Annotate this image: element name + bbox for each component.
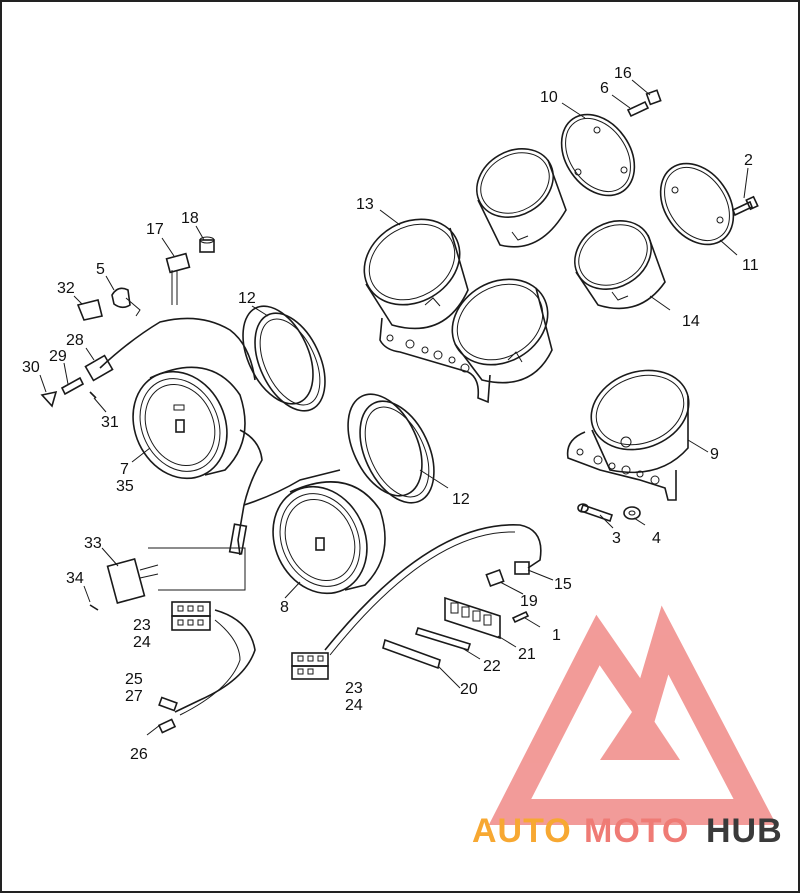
part-23-24-connector-left xyxy=(171,601,211,631)
part-2-screw xyxy=(731,195,759,217)
callout-labels: 1 2 3 4 5 6 7 8 9 10 11 12 12 13 14 15 1… xyxy=(22,65,759,763)
callout-14: 14 xyxy=(682,313,700,330)
part-22-lens-strip xyxy=(414,627,472,651)
watermark-moto: MOTO xyxy=(584,812,689,850)
part-1-screw xyxy=(511,610,530,624)
part-28-connector xyxy=(84,354,114,382)
part-15-socket xyxy=(514,561,530,575)
callout-19: 19 xyxy=(520,593,538,610)
part-3-bolt xyxy=(577,503,614,523)
callout-16: 16 xyxy=(614,65,632,82)
callout-35: 35 xyxy=(116,478,134,495)
callout-12-lower: 12 xyxy=(452,491,470,508)
callout-4: 4 xyxy=(652,530,661,547)
callout-1: 1 xyxy=(552,627,561,644)
part-18-bulb xyxy=(199,236,215,253)
watermark-logo xyxy=(488,605,777,825)
part-19-bulb xyxy=(485,568,505,588)
part-10-gasket xyxy=(560,113,636,197)
part-30-terminal xyxy=(40,390,58,408)
callout-2: 2 xyxy=(744,152,753,169)
callout-15: 15 xyxy=(554,576,572,593)
callout-24-right: 24 xyxy=(345,697,363,714)
part-17-sensor xyxy=(165,252,191,305)
callout-30: 30 xyxy=(22,359,40,376)
callout-8: 8 xyxy=(280,599,289,616)
part-4-washer xyxy=(623,506,641,520)
callout-3: 3 xyxy=(612,530,621,547)
part-5-clip xyxy=(111,287,141,317)
callout-34: 34 xyxy=(66,570,84,587)
callout-33: 33 xyxy=(84,535,102,552)
callout-23-left: 23 xyxy=(133,617,151,634)
part-26-terminal xyxy=(157,718,177,734)
part-13-housing xyxy=(363,218,553,404)
connector-bracket-line xyxy=(148,547,246,591)
part-33-connector xyxy=(106,558,159,604)
part-34-pin xyxy=(89,604,99,611)
part-12-bezel-ring-upper xyxy=(242,305,326,412)
part-20-lens xyxy=(382,638,441,670)
part-11-gasket xyxy=(659,162,735,246)
callout-11: 11 xyxy=(742,257,759,274)
callout-27: 27 xyxy=(125,688,143,705)
part-23-24-connector-right xyxy=(291,652,329,680)
part-32-tab xyxy=(76,299,103,321)
watermark-auto: AUTO xyxy=(472,812,572,850)
callout-12-upper: 12 xyxy=(238,290,256,307)
callout-6: 6 xyxy=(600,80,609,97)
part-9-housing xyxy=(566,369,690,501)
wiring-harness xyxy=(99,317,542,716)
callout-22: 22 xyxy=(483,658,501,675)
part-8-gauge xyxy=(272,481,386,595)
part-29-screw xyxy=(60,376,85,396)
callout-29: 29 xyxy=(49,348,67,365)
callout-24-left: 24 xyxy=(133,634,151,651)
part-21-indicator-housing xyxy=(444,596,501,640)
leader-lines xyxy=(39,79,749,736)
callout-31: 31 xyxy=(101,414,119,431)
callout-25: 25 xyxy=(125,671,143,688)
part-16-nut xyxy=(645,89,662,106)
callout-17: 17 xyxy=(146,221,164,238)
callout-13: 13 xyxy=(356,196,374,213)
part-25-27-terminal xyxy=(158,696,178,712)
callout-18: 18 xyxy=(181,210,199,227)
callout-26: 26 xyxy=(130,746,148,763)
callout-9: 9 xyxy=(710,446,719,463)
part-6-screw xyxy=(626,100,650,118)
callout-23-right: 23 xyxy=(345,680,363,697)
part-7-gauge xyxy=(132,366,246,480)
callout-7: 7 xyxy=(120,461,129,478)
callout-20: 20 xyxy=(460,681,478,698)
watermark-hub: HUB xyxy=(706,812,783,850)
callout-32: 32 xyxy=(57,280,75,297)
part-upper-cup xyxy=(476,148,567,248)
callout-10: 10 xyxy=(540,89,558,106)
callout-21: 21 xyxy=(518,646,536,663)
watermark-text: AUTO MOTO HUB xyxy=(472,812,783,850)
part-31-pin xyxy=(89,391,97,399)
callout-5: 5 xyxy=(96,261,105,278)
part-12-bezel-ring-lower xyxy=(347,393,435,504)
callout-28: 28 xyxy=(66,332,84,349)
part-14-cup xyxy=(574,220,666,310)
